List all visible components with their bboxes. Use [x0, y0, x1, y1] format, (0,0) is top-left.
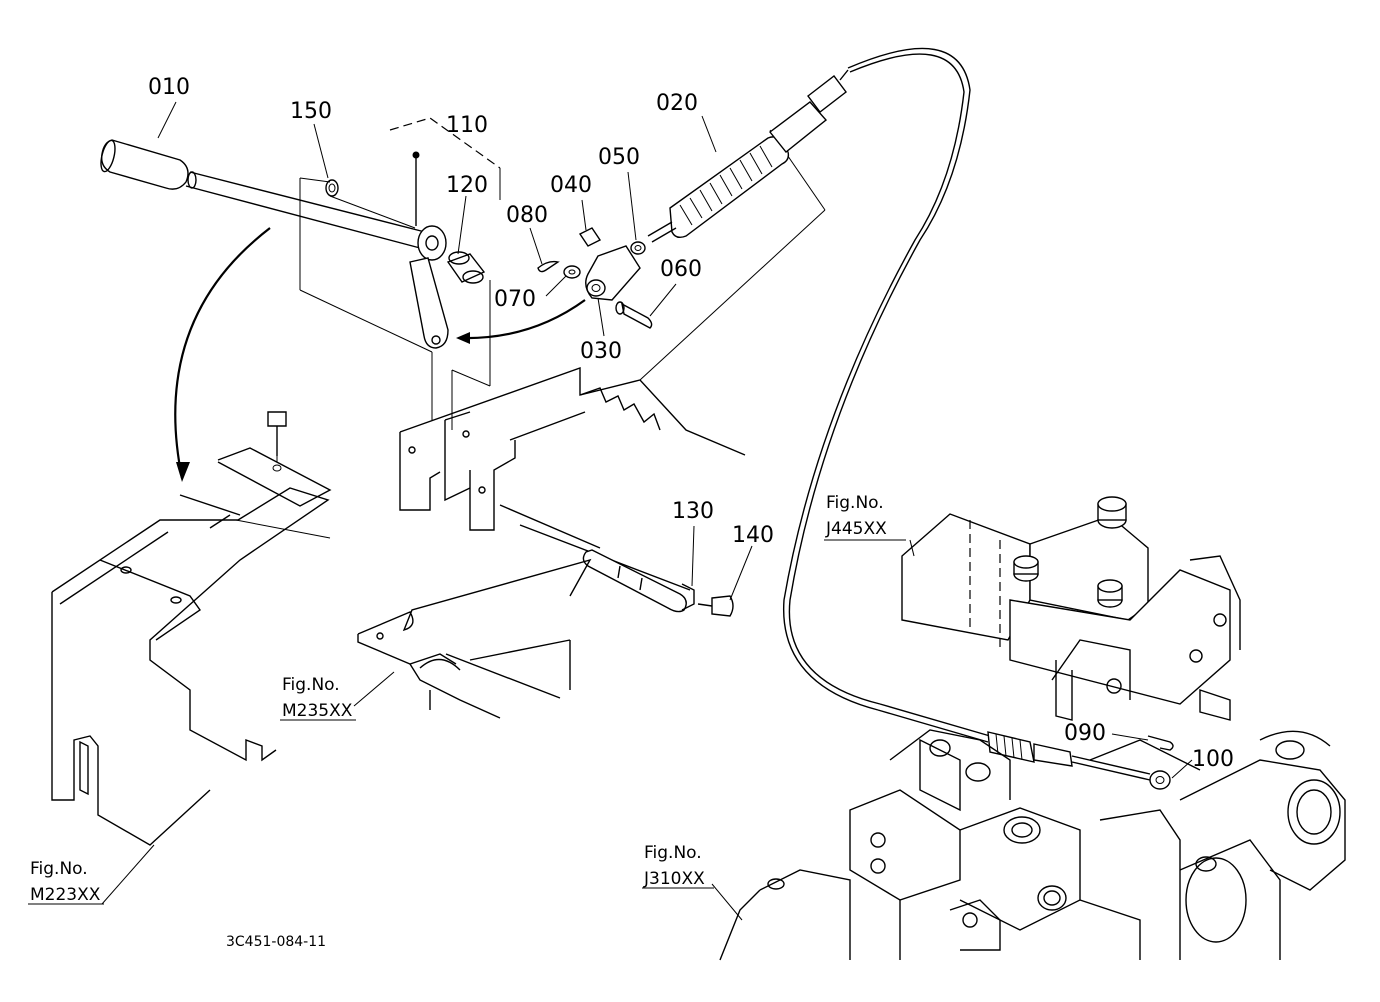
part-label-110: 110	[446, 113, 488, 138]
part-label-010: 010	[148, 75, 190, 100]
figure-reference-m223[interactable]: Fig.No. M223XX	[28, 859, 104, 905]
figure-code: J310XX	[643, 869, 705, 889]
figure-caption: Fig.No.	[644, 843, 702, 863]
part-label-150: 150	[290, 99, 332, 124]
figure-reference-j310[interactable]: Fig.No. J310XX	[642, 843, 714, 889]
assembly-arrows	[174, 227, 586, 482]
part-label-030: 030	[580, 339, 622, 364]
part-label-100: 100	[1192, 747, 1234, 772]
leader-lines	[101, 101, 1193, 921]
frame-bracket-drawing	[399, 367, 746, 617]
part-labels: 010 150 110 120 080 040 050 020 060 070 …	[148, 75, 1234, 772]
part-label-140: 140	[732, 523, 774, 548]
part-label-020: 020	[656, 91, 698, 116]
figure-code: J445XX	[825, 519, 887, 539]
lever-assembly-drawing	[100, 139, 486, 349]
figure-caption: Fig.No.	[282, 675, 340, 695]
part-label-060: 060	[660, 257, 702, 282]
figure-reference-j445[interactable]: Fig.No. J445XX	[824, 493, 906, 541]
figure-code: M223XX	[30, 885, 101, 905]
lower-plate-drawing	[357, 558, 592, 719]
assembly-lines	[299, 117, 826, 430]
part-label-130: 130	[672, 499, 714, 524]
plate-drawing	[51, 411, 332, 846]
figure-reference-m235[interactable]: Fig.No. M235XX	[280, 675, 356, 721]
valve-block-drawing	[901, 496, 1241, 721]
part-label-040: 040	[550, 173, 592, 198]
figure-caption: Fig.No.	[826, 493, 884, 513]
figure-code: M235XX	[282, 701, 353, 721]
part-label-080: 080	[506, 203, 548, 228]
part-label-070: 070	[494, 287, 536, 312]
figure-caption: Fig.No.	[30, 859, 88, 879]
part-label-120: 120	[446, 173, 488, 198]
pump-body-drawing	[719, 703, 1346, 961]
drawing-code: 3C451-084-11	[226, 934, 326, 950]
part-label-050: 050	[598, 145, 640, 170]
cable-assembly-drawing	[537, 47, 971, 711]
part-label-090: 090	[1064, 721, 1106, 746]
